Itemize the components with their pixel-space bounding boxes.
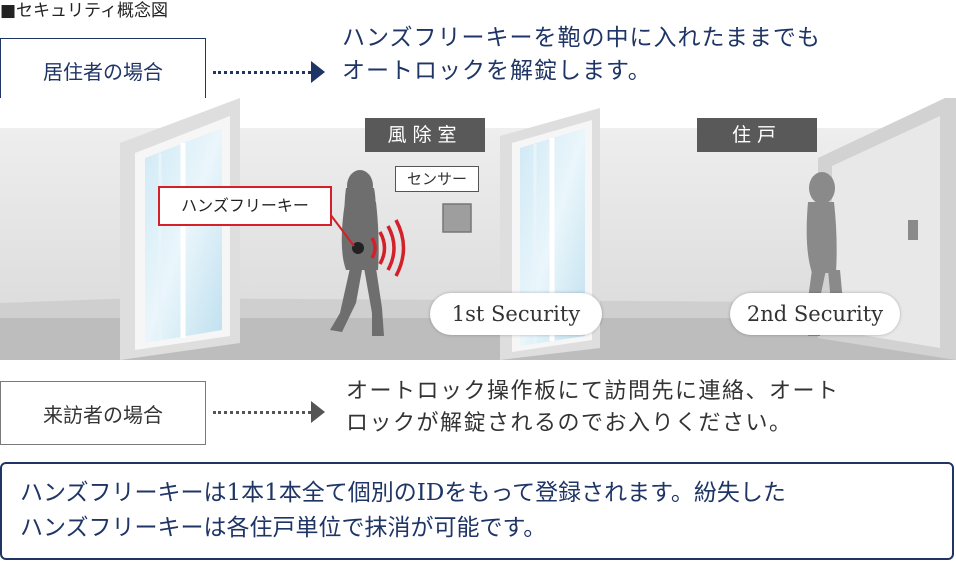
note-line1: ハンズフリーキーは1本1本全て個別のIDをもって登録されます。紛失した bbox=[20, 480, 786, 506]
note-line2: ハンズフリーキーは各住戸単位で抹消が可能です。 bbox=[20, 515, 547, 541]
visitor-case-box: 来訪者の場合 bbox=[0, 381, 206, 445]
dwelling-sign-text: 住戸 bbox=[731, 124, 782, 146]
residence-door bbox=[832, 116, 940, 348]
visitor-description-line2: ロックが解錠されるのでお入りください。 bbox=[346, 411, 793, 436]
handsfree-key-label: ハンズフリーキー bbox=[181, 196, 309, 215]
resident-dotted-arrow-line bbox=[213, 71, 311, 74]
entrance-illustration: 風除室 住戸 センサー ハンズフリーキー 1st Security 2nd Se… bbox=[0, 98, 956, 360]
resident-description: ハンズフリーキーを鞄の中に入れたままでも オートロックを解錠します。 bbox=[342, 22, 821, 88]
signal-waves-icon bbox=[370, 219, 406, 277]
handsfree-key-note-box: ハンズフリーキーは1本1本全て個別のIDをもって登録されます。紛失した ハンズフ… bbox=[0, 462, 954, 560]
handsfree-key-icon bbox=[352, 242, 364, 254]
vestibule-sign: 風除室 bbox=[365, 118, 485, 152]
resident-arrow-head-icon bbox=[311, 61, 325, 83]
resident-case-label: 居住者の場合 bbox=[43, 59, 163, 84]
resident-description-line1: ハンズフリーキーを鞄の中に入れたままでも bbox=[342, 25, 821, 51]
dwelling-sign: 住戸 bbox=[697, 118, 817, 152]
first-security-badge: 1st Security bbox=[430, 293, 602, 335]
first-security-label: 1st Security bbox=[451, 302, 581, 326]
visitor-dotted-arrow-line bbox=[213, 411, 311, 414]
second-security-badge: 2nd Security bbox=[730, 293, 900, 335]
sensor-panel-icon bbox=[442, 203, 472, 233]
sensor-label-box: センサー bbox=[395, 166, 479, 192]
second-security-label: 2nd Security bbox=[746, 302, 884, 326]
visitor-description-line1: オートロック操作板にて訪問先に連絡、オート bbox=[346, 379, 840, 404]
handsfree-key-label-box: ハンズフリーキー bbox=[158, 186, 332, 226]
visitor-arrow-head-icon bbox=[311, 401, 325, 423]
diagram-title-text: ■セキュリティ概念図 bbox=[0, 1, 169, 21]
resident-description-line2: オートロックを解錠します。 bbox=[342, 58, 652, 84]
resident-silhouette-icon bbox=[330, 170, 384, 336]
door-handle-icon bbox=[908, 220, 918, 240]
diagram-title: ■セキュリティ概念図 bbox=[0, 0, 168, 22]
visitor-case-label: 来訪者の場合 bbox=[43, 402, 163, 427]
visitor-description: オートロック操作板にて訪問先に連絡、オート ロックが解錠されるのでお入りください… bbox=[346, 376, 840, 440]
vestibule-sign-text: 風除室 bbox=[387, 124, 463, 146]
sensor-label: センサー bbox=[406, 170, 467, 188]
resident-case-box: 居住者の場合 bbox=[0, 38, 206, 102]
